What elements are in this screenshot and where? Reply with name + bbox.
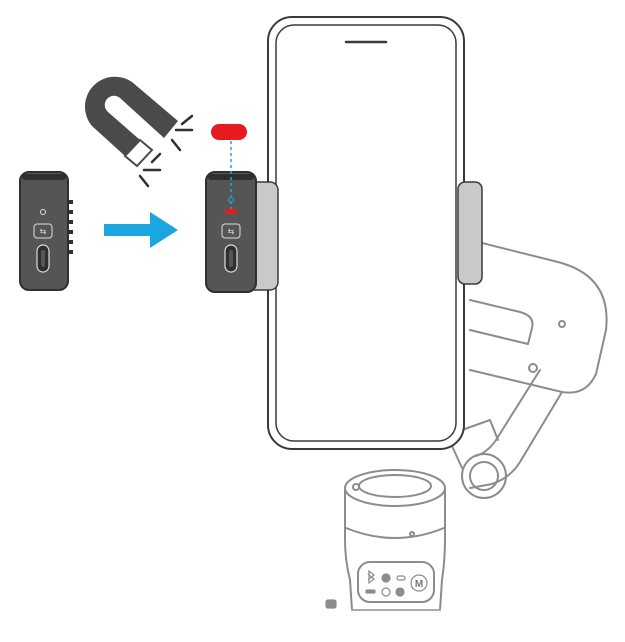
clamp-right-pad [457, 181, 483, 285]
gimbal-side-port [325, 599, 337, 609]
gimbal-control-panel [357, 561, 435, 603]
phone-screen [275, 24, 457, 442]
standalone-clamp-teeth [68, 200, 73, 254]
gimbal-status-led [409, 531, 415, 537]
indicator-guide-dot [228, 197, 234, 203]
standalone-clamp: ⇆ [19, 171, 73, 291]
gimbal-upper-arm-inner [469, 299, 534, 345]
magnet-tip [123, 138, 154, 168]
indicator-light [225, 209, 237, 214]
gimbal-handle-waist [345, 527, 445, 539]
mode-icon [396, 575, 406, 581]
gimbal-diagonal-arm [469, 391, 563, 489]
m-button-label: M [415, 579, 423, 590]
gimbal-handle-body-right [439, 489, 446, 611]
gimbal-controls: M [325, 569, 428, 609]
gimbal-pan-motor-inner [469, 461, 499, 491]
attached-clamp-button [221, 223, 241, 239]
power-icon [381, 587, 391, 597]
gimbal-handle-top [344, 469, 446, 507]
gimbal-small-screw [528, 363, 538, 373]
standalone-status-hole [40, 209, 46, 215]
magnet [84, 76, 194, 188]
gimbal-motor-hole [558, 320, 566, 328]
clamp-button-glyph: ⇆ [228, 227, 235, 236]
m-button-icon [410, 574, 428, 592]
standalone-clamp-button [33, 223, 53, 239]
shutter-icon [365, 589, 376, 594]
gimbal-pan-motor [461, 453, 507, 499]
gimbal-handle-ring [358, 474, 432, 498]
attached-usb-c-inner [229, 250, 233, 267]
magnet-body [84, 76, 178, 156]
bluetooth-icon [367, 569, 375, 585]
attached-clamp: ⇆ [205, 171, 279, 293]
standalone-clamp-top-edge [22, 174, 66, 180]
standalone-button-glyph: ⇆ [40, 227, 47, 236]
magnet-spark-lines [138, 114, 194, 188]
gimbal-handle-dot [352, 483, 360, 491]
joystick-icon [381, 573, 391, 583]
gimbal-upper-arm [469, 239, 608, 394]
direction-arrow [104, 212, 178, 248]
extra-button-icon [395, 587, 405, 597]
smartphone [267, 16, 465, 450]
standalone-usb-c-inner [41, 250, 45, 267]
indicator-light-callout [211, 124, 247, 140]
gimbal-handle-body [344, 489, 353, 611]
